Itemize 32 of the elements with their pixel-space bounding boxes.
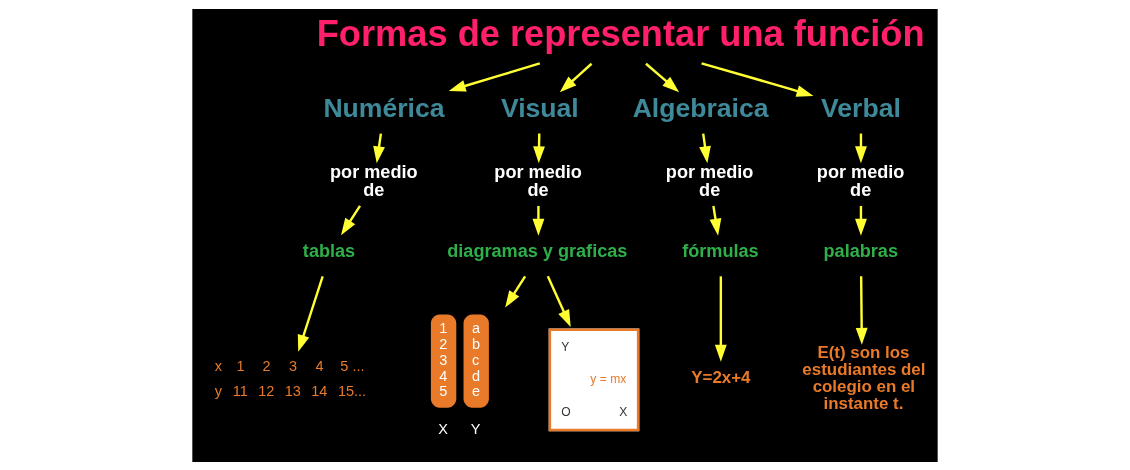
arrow (373, 132, 385, 163)
node-label: X (438, 420, 448, 437)
node-text: tablas (302, 240, 356, 261)
arrow (645, 62, 680, 92)
node-text: por medio de (665, 161, 754, 200)
arrow (699, 132, 711, 163)
node-label: Y (470, 420, 481, 437)
arrow (546, 275, 571, 327)
arrow (297, 275, 324, 352)
node-text: Numérica (323, 92, 445, 123)
arrow (532, 205, 545, 236)
arrow (559, 62, 593, 92)
node-text: Verbal (821, 92, 901, 123)
node-text: por medio de (494, 161, 582, 200)
node-text: Algebraica (632, 92, 769, 123)
node-text: Visual (500, 92, 579, 123)
arrow (341, 204, 361, 235)
arrow (505, 275, 527, 308)
arrow (448, 61, 541, 92)
node-text: diagramas y graficas (447, 240, 628, 261)
node-text: Formas de representar una función (316, 12, 925, 54)
arrow (701, 61, 814, 97)
node-text: x 1 2 3 4 5 ... y 11 12 13 14 15... (214, 357, 367, 399)
node-text: Y=2x+4 (691, 367, 751, 387)
node-text: E(t) son los estudiantes del colegio en el instante t. (802, 342, 926, 413)
node-text: por medio de (816, 161, 905, 200)
node-text: por medio de (330, 161, 418, 200)
arrow (709, 205, 722, 236)
node-text: fórmulas (682, 240, 759, 261)
arrow (714, 275, 727, 362)
node-text: palabras (823, 240, 899, 261)
arrow (855, 275, 868, 345)
